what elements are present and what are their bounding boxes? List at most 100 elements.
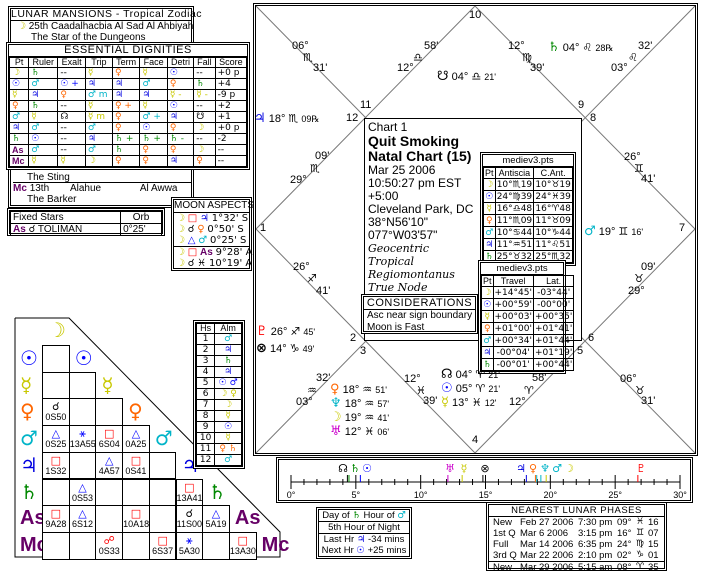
considerations-panel: CONSIDERATIONS Asc near sign boundary Mo… (361, 294, 478, 334)
value: 4 (202, 367, 209, 377)
phase-field: 5:15 am (578, 562, 613, 573)
cusp-label: 26° (293, 261, 310, 273)
mercury-icon: ☿ (486, 204, 493, 214)
house-number: 4 (472, 434, 479, 446)
moon-aspect-row: ☽ □ ♃ 1°32' S (174, 213, 249, 224)
ascendant-icon: As (20, 507, 46, 530)
option: True Node (368, 281, 428, 294)
planet-minutes: 06' (377, 427, 390, 437)
value: -2 (217, 134, 227, 144)
planet-sign: ♎ (471, 70, 482, 83)
table-cell: ♂ (214, 333, 242, 345)
saturn-icon: ♄ + (114, 134, 134, 144)
table-cell: -00°01' (492, 358, 534, 371)
value: -9 p (217, 90, 236, 100)
planet-position: ☊ 04° ♈ 21' (441, 368, 500, 381)
chart-coords: 38°N56'10" 077°W03'57" (368, 215, 438, 242)
planet-degree: 04° (451, 71, 469, 83)
lunar-phases-title: NEAREST LUNAR PHASES (489, 505, 664, 517)
planet-position: ♀ 18° ♒ 51' (330, 383, 387, 396)
aspect-orb: 13A30 (229, 545, 256, 556)
saturn-icon: ♄ - (169, 134, 185, 144)
table-row: 11♀ ♄ (195, 443, 242, 455)
planet-degree: 05° (455, 383, 473, 395)
aspect-cell: □9A28 (42, 505, 70, 533)
planet-degree: 18° (342, 384, 360, 396)
chart-date: Mar 25 2006 (368, 163, 436, 177)
value: -- (217, 145, 225, 155)
saturn-icon: ♄ (352, 510, 361, 521)
value: 12 (199, 455, 212, 465)
mars-icon: ♂ (31, 123, 40, 133)
opposition-icon: ☍ (103, 533, 115, 547)
planet-minutes: 16' (631, 227, 644, 237)
phase-field: 24° (617, 539, 632, 550)
sun-icon: ☉ ♂ (218, 378, 238, 388)
ascendant-icon: As (12, 144, 24, 155)
cusp-label: 06° (292, 40, 309, 52)
phase-field: ♊ (636, 528, 645, 538)
moon-icon: ☽ (485, 180, 494, 190)
value: 24°♓39 (535, 192, 571, 202)
value: 2 (202, 345, 209, 355)
value: +00°35' (534, 312, 573, 322)
conjunction-icon: ☌ (28, 224, 36, 235)
table-cell: -9 p (214, 89, 248, 101)
venus-icon: ♀ (483, 324, 491, 334)
aspect-cell: ☍0S33 (95, 531, 124, 560)
moon-icon: ☽ (176, 235, 185, 246)
phase-field: Mar 6 2006 (520, 528, 569, 539)
mercury-icon: ☿ (31, 156, 37, 166)
moon-icon: ☽ (176, 213, 185, 224)
planet-sign: ♒ (364, 411, 375, 424)
planet-position: ⊗ 14° ♑ 49' (256, 342, 314, 355)
mars-icon: ♂ (154, 426, 173, 451)
phase-field: 7:30 pm (578, 517, 613, 528)
planet-sign: ♏ (288, 112, 299, 125)
consideration: Asc near sign boundary (367, 310, 473, 321)
cusp-label: ♏ (310, 162, 320, 175)
table-cell: ☿ (57, 155, 86, 167)
jupiter-icon: ♃ (254, 111, 266, 126)
ascendant-icon: As (199, 247, 213, 258)
planet-sign: ♐ (290, 325, 301, 338)
planet-degree: 04° (562, 42, 580, 54)
moon-icon: ☽ (564, 462, 574, 475)
table-cell: 6 (195, 388, 216, 400)
tick-label: 25° (608, 490, 622, 500)
mars-icon: ♂ (31, 145, 40, 155)
cusp-label: 03° (296, 396, 313, 408)
table-row: 2♃ (195, 344, 242, 356)
cusp-label: ♒ (307, 384, 317, 397)
jupiter-icon: ♃ (199, 213, 209, 224)
aspect-cell: □1S32 (42, 451, 70, 480)
table-cell: ☿ (214, 432, 242, 444)
table-cell: ♀ (8, 100, 30, 112)
cusp-label: ♐ (307, 272, 317, 285)
table-cell: -- (214, 155, 248, 167)
aspect-orb: 11S00 (176, 519, 203, 530)
mercury-icon: ☿ (101, 372, 114, 397)
value: +01°19' (534, 348, 573, 358)
moon-aspect-row: ☽ □ As 9°28' A (174, 246, 252, 258)
table-row: Mc☿☿☽♀♀♃♀-- (8, 155, 248, 167)
value: 1 (202, 334, 209, 344)
chart-wheel[interactable] (253, 3, 698, 456)
midheaven-icon: Mc (261, 533, 290, 556)
value: 9°28' A (215, 247, 253, 258)
sun-icon: ☉ (31, 134, 40, 144)
venus-icon: ♀ (60, 90, 67, 100)
tick-label: 30° (673, 490, 687, 500)
square-icon: □ (237, 533, 248, 547)
saturn-icon: ♄ (31, 68, 40, 78)
venus-icon: ♀ (142, 145, 149, 155)
neptune-icon: ♆ (540, 462, 550, 475)
cusp-label: 12° (404, 373, 421, 385)
mansion-subtitle: The Sting (13, 172, 191, 183)
venus-icon: ♀ + (114, 101, 132, 111)
planet-position: ☿ 13° ♓ 12' (441, 396, 496, 409)
planet-minutes: 49' (302, 344, 315, 354)
